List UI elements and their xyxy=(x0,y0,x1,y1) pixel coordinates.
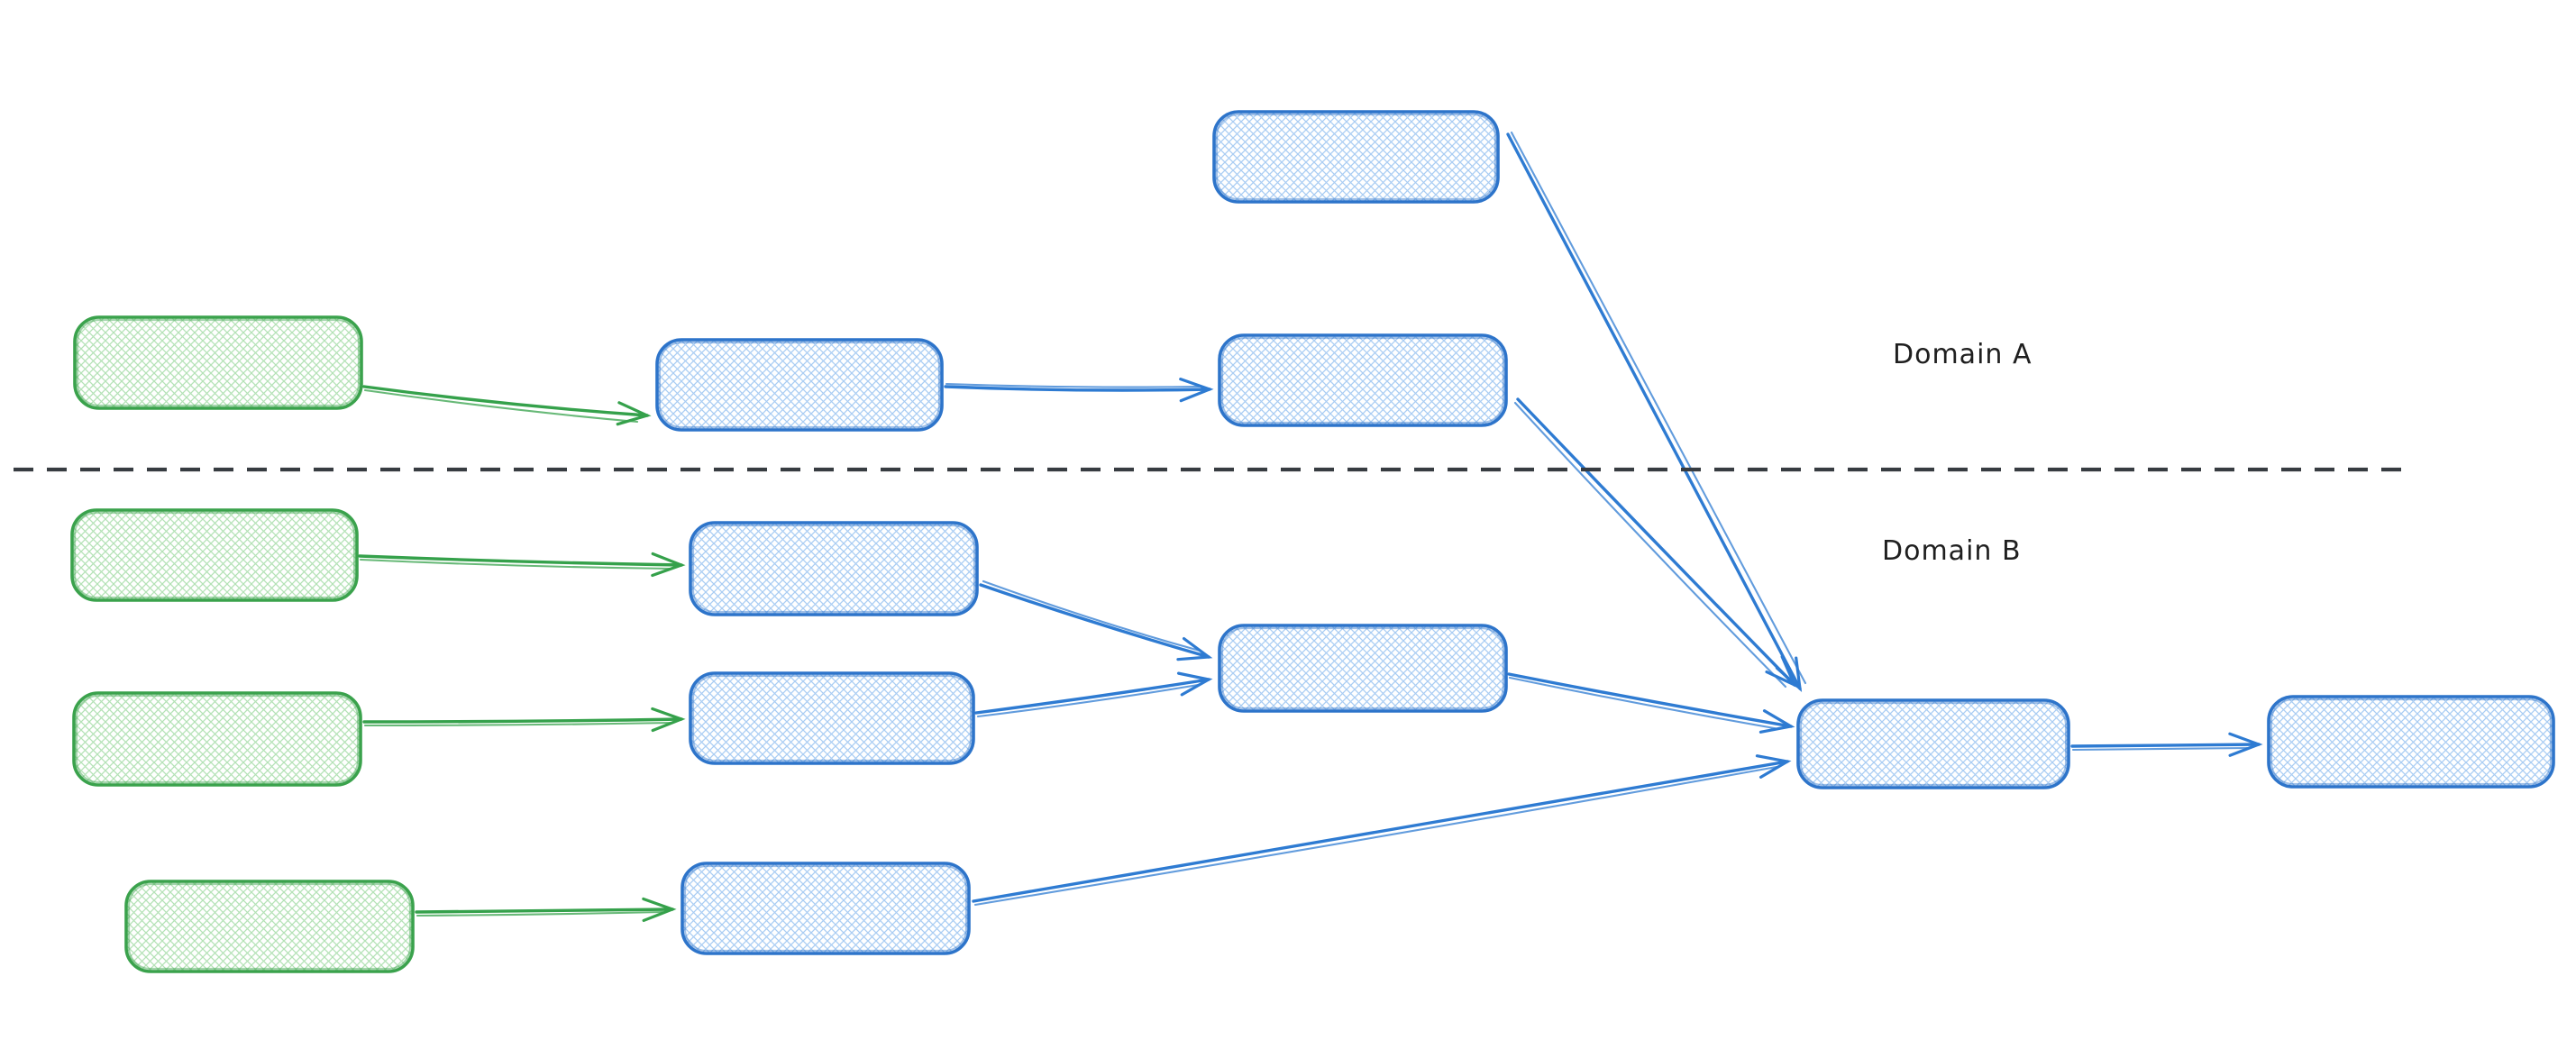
node-b-row2-step-blue xyxy=(689,671,975,765)
edge-b-merge-to-merge-all xyxy=(1507,672,1795,734)
node-b-row2-source-green-fill xyxy=(74,693,361,785)
node-b-merge-blue-border xyxy=(1218,624,1508,713)
node-a-step-1-blue-sketch xyxy=(658,341,941,429)
node-b-row3-step-blue-sketch xyxy=(683,864,968,953)
edge-a-source-to-a-step1-sketch xyxy=(363,388,639,424)
node-a-upper-blue-border xyxy=(1212,110,1500,204)
edge-b-row1-step-to-b-merge-sketch xyxy=(982,579,1201,652)
node-a-source-green-sketch xyxy=(76,318,361,407)
domain-b-label: Domain B xyxy=(1882,535,2022,567)
edge-merge-all-to-final-sketch xyxy=(2071,746,2250,752)
node-b-row3-source-green-fill xyxy=(126,881,413,971)
node-b-row1-step-blue-fill xyxy=(690,523,977,615)
edge-a-upper-to-merge-all xyxy=(1506,131,1807,693)
edge-b-row1-source-to-b-row1-step xyxy=(358,552,686,578)
node-a-step-1-blue-border xyxy=(655,338,944,432)
node-a-upper-blue-sketch xyxy=(1215,113,1497,201)
edge-b-row2-source-to-b-row2-step-line xyxy=(362,707,686,733)
node-b-row2-source-green-sketch xyxy=(75,694,360,784)
edge-a-source-to-a-step1-line xyxy=(362,385,652,426)
domain-a-label: Domain A xyxy=(1893,339,2032,370)
edge-b-row3-step-to-merge-all-line xyxy=(972,754,1792,903)
edge-a-source-to-a-step1 xyxy=(362,385,652,426)
node-a-step-1-blue-fill xyxy=(657,340,942,430)
node-a-upper-blue-fill xyxy=(1214,112,1498,202)
edge-b-row1-step-to-b-merge-line xyxy=(979,583,1213,661)
edge-b-row1-step-to-b-merge xyxy=(979,579,1213,661)
node-final-blue-fill xyxy=(2269,697,2553,787)
node-b-merge-blue xyxy=(1218,624,1508,713)
node-a-step-2-blue-sketch xyxy=(1220,336,1505,424)
edge-a-step2-to-merge-all-line xyxy=(1516,397,1798,689)
edge-merge-all-to-final xyxy=(2070,732,2263,757)
node-b-row3-source-green-border xyxy=(124,880,415,973)
node-a-step-2-blue-border xyxy=(1218,333,1508,427)
node-b-row2-step-blue-fill xyxy=(690,673,973,763)
node-b-row1-source-green xyxy=(70,508,359,602)
edge-a-step1-to-a-step2 xyxy=(944,378,1214,403)
node-b-merge-blue-fill xyxy=(1219,625,1506,711)
node-b-row1-source-green-sketch xyxy=(73,511,356,599)
node-b-row2-step-blue-border xyxy=(689,671,975,765)
node-b-row2-step-blue-sketch xyxy=(691,674,973,762)
edge-b-row3-source-to-b-row3-step-sketch xyxy=(416,910,664,917)
node-merge-all-blue-sketch xyxy=(1799,701,2068,787)
node-a-step-2-blue xyxy=(1218,333,1508,427)
edge-b-row2-step-to-b-merge-line xyxy=(974,671,1213,715)
edge-b-row3-source-to-b-row3-step xyxy=(415,897,677,923)
node-b-row2-source-green-border xyxy=(72,691,362,787)
edge-a-step1-to-a-step2-sketch xyxy=(945,382,1201,388)
node-b-row1-step-blue-sketch xyxy=(691,524,976,614)
edge-b-row3-step-to-merge-all xyxy=(972,754,1792,907)
node-b-row3-step-blue-fill xyxy=(682,863,969,953)
node-b-row3-source-green xyxy=(124,880,415,973)
node-merge-all-blue xyxy=(1796,698,2070,789)
node-b-merge-blue-sketch xyxy=(1220,626,1505,710)
edge-b-row2-source-to-b-row2-step xyxy=(362,707,686,733)
edge-b-merge-to-merge-all-line xyxy=(1507,672,1795,734)
edge-b-row1-source-to-b-row1-step-sketch xyxy=(359,558,672,570)
node-a-source-green xyxy=(73,315,363,410)
edge-b-row2-step-to-b-merge-sketch xyxy=(976,683,1200,718)
node-merge-all-blue-border xyxy=(1796,698,2070,789)
node-b-row2-source-green xyxy=(72,691,362,787)
node-final-blue xyxy=(2267,695,2555,789)
node-b-row1-source-green-fill xyxy=(72,510,357,600)
edge-a-step1-to-a-step2-line xyxy=(944,378,1214,403)
node-b-row3-step-blue xyxy=(681,862,971,955)
edge-merge-all-to-final-line xyxy=(2070,732,2263,757)
node-b-row1-step-blue-border xyxy=(689,521,979,616)
edge-a-step2-to-merge-all xyxy=(1513,397,1798,689)
node-a-upper-blue xyxy=(1212,110,1500,204)
node-b-row1-step-blue xyxy=(689,521,979,616)
node-a-source-green-border xyxy=(73,315,363,410)
edge-b-merge-to-merge-all-sketch xyxy=(1508,676,1781,731)
node-final-blue-sketch xyxy=(2270,698,2553,786)
edge-a-upper-to-merge-all-sketch xyxy=(1510,131,1807,685)
node-a-step-2-blue-fill xyxy=(1219,335,1506,425)
node-b-row3-source-green-sketch xyxy=(127,882,412,971)
node-a-step-1-blue xyxy=(655,338,944,432)
edge-b-row3-source-to-b-row3-step-line xyxy=(415,897,677,923)
node-merge-all-blue-fill xyxy=(1798,700,2069,788)
node-b-row1-source-green-border xyxy=(70,508,359,602)
node-final-blue-border xyxy=(2267,695,2555,789)
edge-a-step2-to-merge-all-sketch xyxy=(1513,401,1787,689)
edge-b-row2-source-to-b-row2-step-sketch xyxy=(363,721,673,727)
node-b-row3-step-blue-border xyxy=(681,862,971,955)
edge-b-row3-step-to-merge-all-sketch xyxy=(973,765,1778,907)
edge-b-row2-step-to-b-merge xyxy=(974,671,1213,718)
node-a-source-green-fill xyxy=(75,317,361,408)
edge-a-upper-to-merge-all-line xyxy=(1506,132,1803,693)
edge-b-row1-source-to-b-row1-step-line xyxy=(358,552,686,578)
